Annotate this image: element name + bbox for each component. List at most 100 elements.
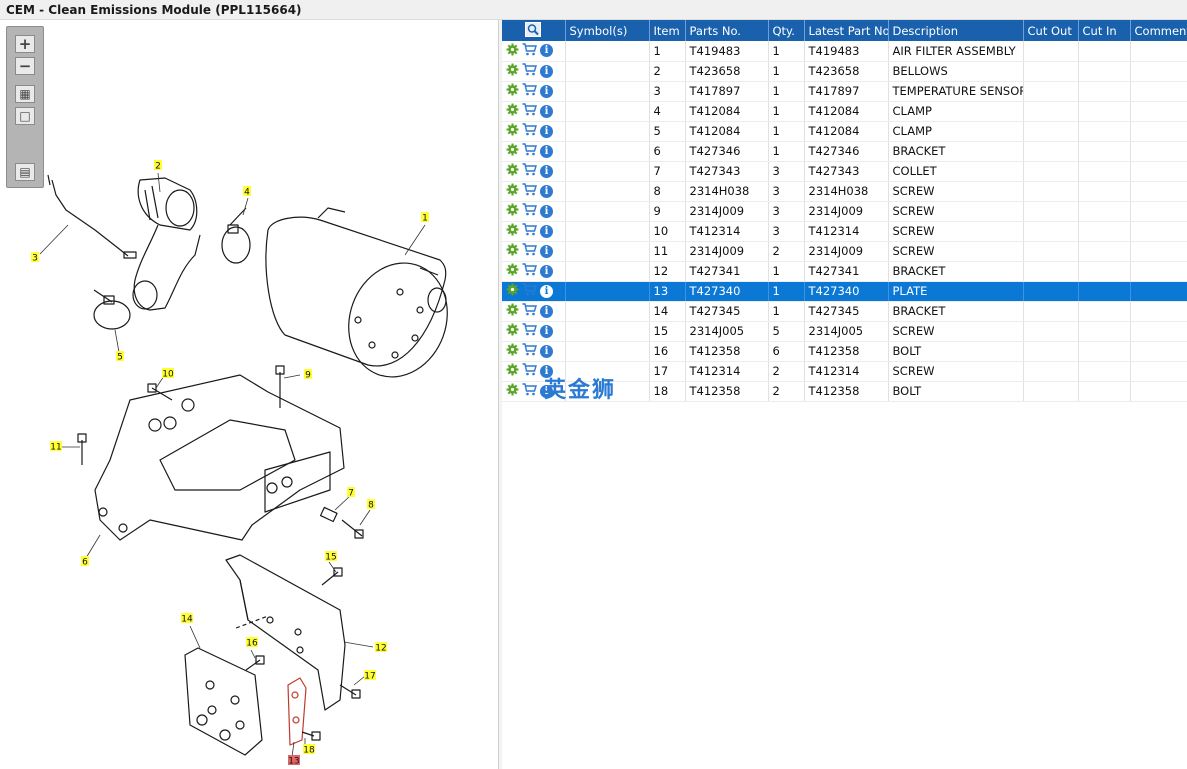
cart-icon[interactable] bbox=[522, 323, 537, 339]
gear-icon[interactable] bbox=[506, 83, 519, 99]
info-icon[interactable]: i bbox=[540, 184, 553, 198]
cart-icon[interactable] bbox=[522, 63, 537, 79]
cart-icon[interactable] bbox=[522, 203, 537, 219]
info-icon[interactable]: i bbox=[540, 244, 553, 258]
gear-icon[interactable] bbox=[506, 203, 519, 219]
callout-3[interactable]: 3 bbox=[31, 252, 39, 264]
cart-icon[interactable] bbox=[522, 263, 537, 279]
info-icon[interactable]: i bbox=[540, 144, 553, 158]
column-header-cut-out[interactable]: Cut Out bbox=[1023, 20, 1079, 41]
info-icon[interactable]: i bbox=[540, 384, 553, 398]
gear-icon[interactable] bbox=[506, 383, 519, 399]
gear-icon[interactable] bbox=[506, 243, 519, 259]
cart-icon[interactable] bbox=[522, 123, 537, 139]
gear-icon[interactable] bbox=[506, 223, 519, 239]
callout-9[interactable]: 9 bbox=[304, 369, 312, 381]
callout-15[interactable]: 15 bbox=[325, 551, 337, 563]
cart-icon[interactable] bbox=[522, 183, 537, 199]
info-icon[interactable]: i bbox=[540, 364, 553, 378]
gear-icon[interactable] bbox=[506, 263, 519, 279]
cart-icon[interactable] bbox=[522, 223, 537, 239]
callout-10[interactable]: 10 bbox=[162, 368, 174, 380]
gear-icon[interactable] bbox=[506, 103, 519, 119]
callout-18[interactable]: 18 bbox=[303, 744, 315, 756]
info-icon[interactable]: i bbox=[540, 224, 553, 238]
gear-icon[interactable] bbox=[506, 283, 519, 299]
column-header-icons[interactable] bbox=[502, 20, 566, 41]
info-icon[interactable]: i bbox=[540, 344, 553, 358]
gear-icon[interactable] bbox=[506, 343, 519, 359]
column-header-comment[interactable]: Comment bbox=[1130, 20, 1187, 41]
callout-5[interactable]: 5 bbox=[116, 351, 124, 363]
callout-1[interactable]: 1 bbox=[421, 212, 429, 224]
gear-icon[interactable] bbox=[506, 123, 519, 139]
gear-icon[interactable] bbox=[506, 183, 519, 199]
callout-13[interactable]: 13 bbox=[288, 755, 300, 767]
callout-16[interactable]: 16 bbox=[246, 637, 258, 649]
callout-2[interactable]: 2 bbox=[154, 160, 162, 172]
info-icon[interactable]: i bbox=[540, 264, 553, 278]
column-header-qty[interactable]: Qty. bbox=[768, 20, 805, 41]
cart-icon[interactable] bbox=[522, 163, 537, 179]
cart-icon[interactable] bbox=[522, 363, 537, 379]
callout-4[interactable]: 4 bbox=[243, 186, 251, 198]
info-icon[interactable]: i bbox=[540, 124, 553, 138]
cart-icon[interactable] bbox=[522, 303, 537, 319]
gear-icon[interactable] bbox=[506, 163, 519, 179]
info-icon[interactable]: i bbox=[540, 64, 553, 78]
callout-8[interactable]: 8 bbox=[367, 499, 375, 511]
callout-11[interactable]: 11 bbox=[50, 441, 62, 453]
cart-icon[interactable] bbox=[522, 283, 537, 299]
column-header-item[interactable]: Item bbox=[649, 20, 686, 41]
info-icon[interactable]: i bbox=[540, 304, 553, 318]
cart-icon[interactable] bbox=[522, 243, 537, 259]
column-header-symbols[interactable]: Symbol(s) bbox=[565, 20, 650, 41]
callout-7[interactable]: 7 bbox=[347, 487, 355, 499]
cart-icon[interactable] bbox=[522, 143, 537, 159]
column-header-parts-no[interactable]: Parts No. bbox=[685, 20, 769, 41]
actual-size-button[interactable]: □ bbox=[15, 107, 35, 125]
info-icon[interactable]: i bbox=[540, 324, 553, 338]
callout-6[interactable]: 6 bbox=[81, 556, 89, 568]
cart-icon[interactable] bbox=[522, 43, 537, 59]
fit-view-button[interactable]: ▦ bbox=[15, 85, 35, 103]
list-view-button[interactable]: ▤ bbox=[15, 163, 35, 181]
gear-icon[interactable] bbox=[506, 143, 519, 159]
cart-icon[interactable] bbox=[522, 83, 537, 99]
info-icon[interactable]: i bbox=[540, 284, 553, 298]
info-icon[interactable]: i bbox=[540, 104, 553, 118]
pane-splitter[interactable] bbox=[499, 20, 502, 769]
gear-icon[interactable] bbox=[506, 323, 519, 339]
column-header-description[interactable]: Description bbox=[888, 20, 1024, 41]
cart-icon[interactable] bbox=[522, 103, 537, 119]
zoom-in-button[interactable]: + bbox=[15, 35, 35, 53]
column-header-cut-in[interactable]: Cut In bbox=[1078, 20, 1131, 41]
gear-icon[interactable] bbox=[506, 43, 519, 59]
info-icon[interactable]: i bbox=[540, 164, 553, 178]
cart-icon[interactable] bbox=[522, 383, 537, 399]
info-icon[interactable]: i bbox=[540, 84, 553, 98]
gear-icon[interactable] bbox=[506, 303, 519, 319]
column-header-latest-part-no[interactable]: Latest Part No. bbox=[804, 20, 889, 41]
info-icon[interactable]: i bbox=[540, 44, 553, 58]
callout-12[interactable]: 12 bbox=[375, 642, 387, 654]
search-icon[interactable] bbox=[525, 21, 542, 40]
callout-14[interactable]: 14 bbox=[181, 613, 193, 625]
